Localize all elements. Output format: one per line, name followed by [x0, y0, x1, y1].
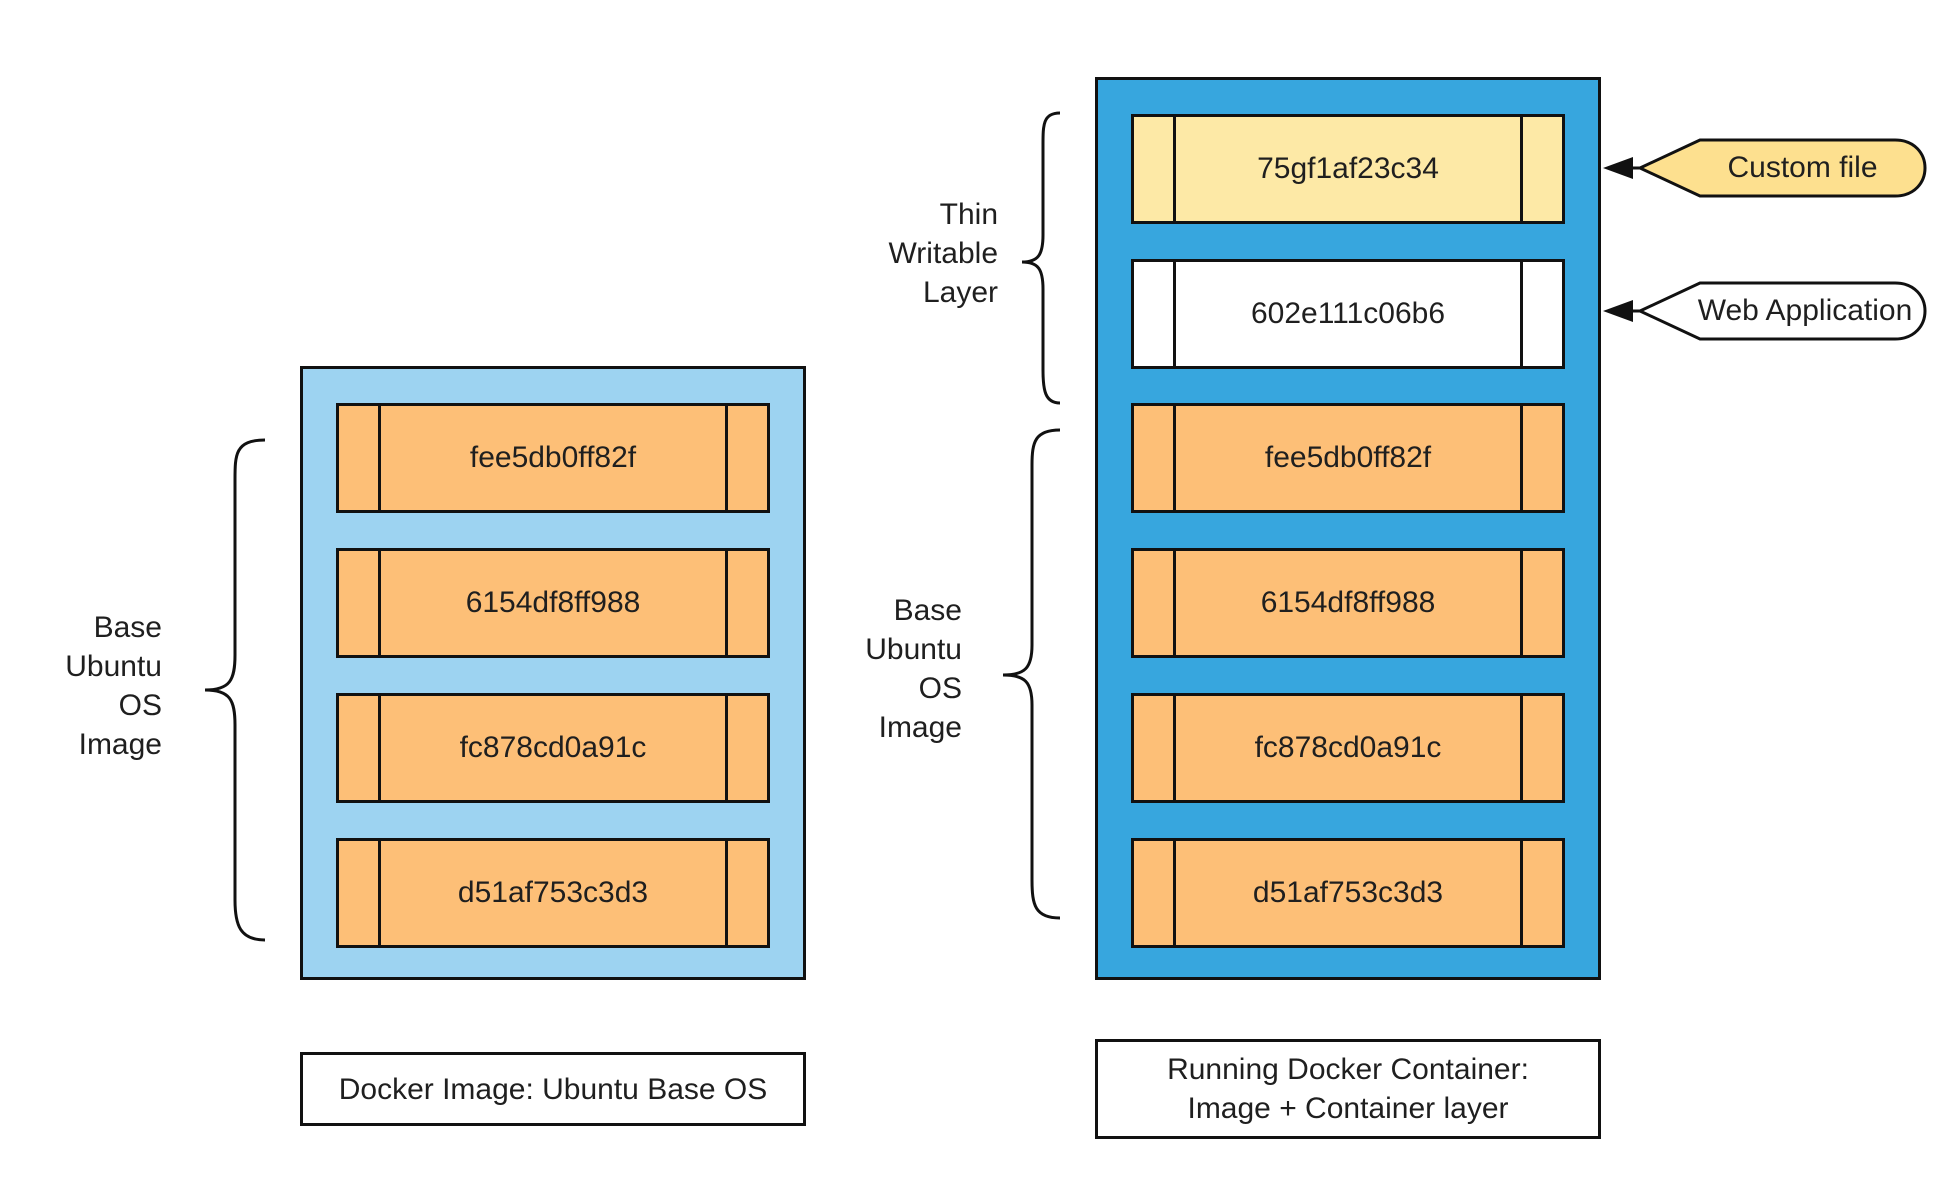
running-container-caption: Running Docker Container: Image + Contai…	[1095, 1039, 1601, 1139]
image-layer: fee5db0ff82f	[1131, 403, 1565, 513]
layer-right-bar	[725, 551, 767, 655]
layer-left-bar	[339, 696, 381, 800]
layer-left-bar	[339, 551, 381, 655]
running-container-caption-line: Image + Container layer	[1187, 1092, 1509, 1125]
image-layer: fc878cd0a91c	[336, 693, 770, 803]
custom-file-callout-shape	[1636, 138, 1927, 198]
layer-right-bar	[725, 406, 767, 510]
layer-left-bar	[1134, 696, 1176, 800]
layer-left-bar	[1134, 841, 1176, 945]
layer-right-bar	[1520, 262, 1562, 366]
left-base-label-line: Ubuntu	[65, 650, 162, 683]
layer-id: fc878cd0a91c	[459, 731, 647, 764]
web-application-arrow-head	[1603, 300, 1633, 322]
running-container-stack: 75gf1af23c34 602e111c06b6 fee5db0ff82f 6…	[1095, 77, 1601, 980]
layer-right-bar	[1520, 551, 1562, 655]
custom-file-arrow-head	[1603, 157, 1633, 179]
image-layer: 6154df8ff988	[1131, 548, 1565, 658]
right-base-label-line: Ubuntu	[865, 633, 962, 666]
right-base-brace	[1002, 428, 1061, 920]
layer-id: fee5db0ff82f	[469, 441, 637, 474]
web-application-layer: 602e111c06b6	[1131, 259, 1565, 369]
layer-left-bar	[339, 841, 381, 945]
layer-left-bar	[1134, 117, 1176, 221]
layer-id: 6154df8ff988	[1260, 586, 1436, 619]
layer-left-bar	[1134, 262, 1176, 366]
custom-file-callout: Custom file	[1700, 140, 1905, 196]
left-base-label-line: Base	[93, 611, 162, 644]
layer-id: 75gf1af23c34	[1257, 152, 1439, 185]
writable-label-line: Layer	[922, 276, 998, 309]
writable-label-line: Writable	[888, 237, 998, 270]
layer-right-bar	[1520, 117, 1562, 221]
layer-id: d51af753c3d3	[457, 876, 649, 909]
left-base-brace	[204, 438, 266, 942]
layer-right-bar	[725, 841, 767, 945]
layer-right-bar	[1520, 696, 1562, 800]
layer-left-bar	[1134, 406, 1176, 510]
thin-writable-layer-label: Thin Writable Layer	[860, 195, 998, 312]
running-container-caption-line: Running Docker Container:	[1167, 1053, 1529, 1086]
layer-left-bar	[1134, 551, 1176, 655]
layer-right-bar	[1520, 841, 1562, 945]
right-base-image-label: Base Ubuntu OS Image	[840, 591, 962, 747]
left-base-label-line: Image	[78, 728, 162, 761]
docker-image-stack: fee5db0ff82f 6154df8ff988 fc878cd0a91c d…	[300, 366, 806, 980]
layer-id: d51af753c3d3	[1252, 876, 1444, 909]
custom-file-callout-text: Custom file	[1727, 151, 1878, 184]
custom-file-layer: 75gf1af23c34	[1131, 114, 1565, 224]
right-base-label-line: OS	[918, 672, 962, 705]
layer-id: fc878cd0a91c	[1254, 731, 1442, 764]
writable-layer-brace	[1021, 111, 1061, 405]
web-application-callout-shape	[1636, 281, 1927, 341]
layer-right-bar	[1520, 406, 1562, 510]
layer-id: 602e111c06b6	[1250, 297, 1446, 330]
image-layer: 6154df8ff988	[336, 548, 770, 658]
docker-image-caption: Docker Image: Ubuntu Base OS	[300, 1052, 806, 1126]
image-layer: d51af753c3d3	[336, 838, 770, 948]
layer-right-bar	[725, 696, 767, 800]
layer-id: fee5db0ff82f	[1264, 441, 1432, 474]
docker-image-caption-text: Docker Image: Ubuntu Base OS	[338, 1072, 768, 1106]
web-application-callout: Web Application	[1680, 283, 1930, 339]
right-base-label-line: Image	[878, 711, 962, 744]
layer-left-bar	[339, 406, 381, 510]
image-layer: fee5db0ff82f	[336, 403, 770, 513]
image-layer: fc878cd0a91c	[1131, 693, 1565, 803]
right-base-label-line: Base	[893, 594, 962, 627]
image-layer: d51af753c3d3	[1131, 838, 1565, 948]
left-base-label-line: OS	[118, 689, 162, 722]
left-base-image-label: Base Ubuntu OS Image	[40, 608, 162, 764]
writable-label-line: Thin	[939, 198, 998, 231]
layer-id: 6154df8ff988	[465, 586, 641, 619]
web-application-callout-text: Web Application	[1697, 294, 1913, 327]
